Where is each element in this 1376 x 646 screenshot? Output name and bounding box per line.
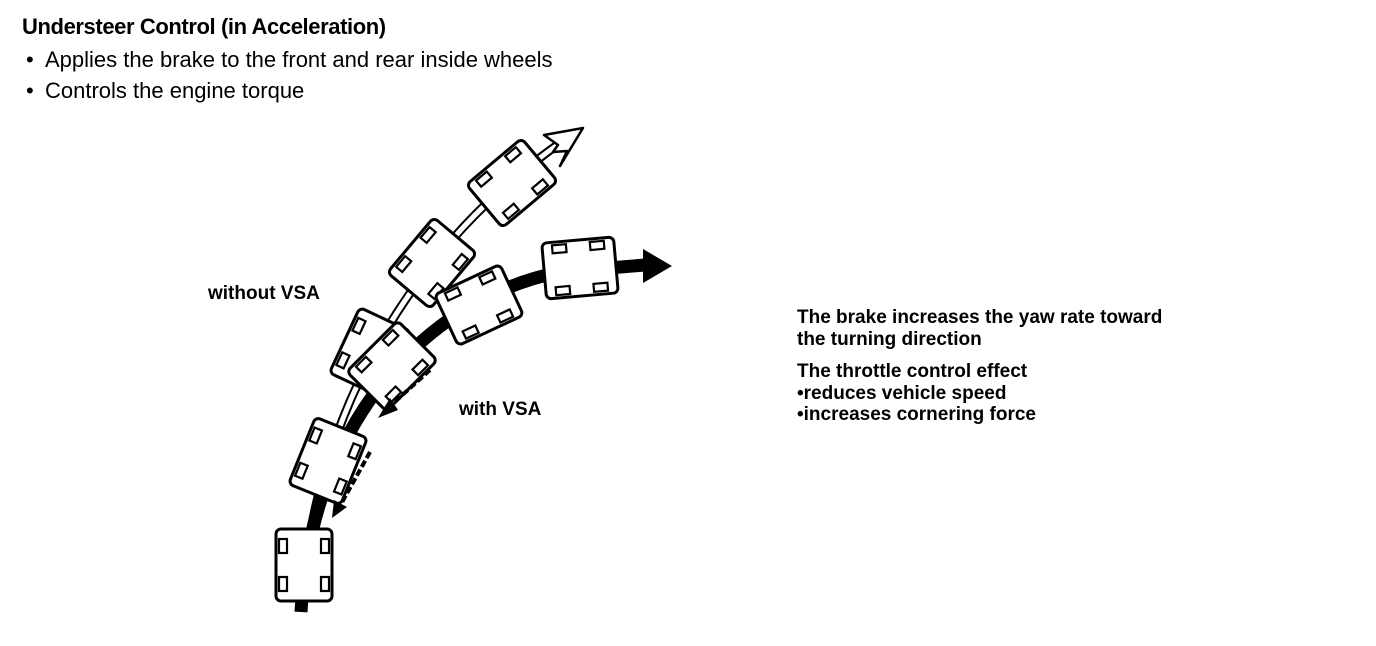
hollow-arrow-icon	[542, 126, 585, 168]
brake-force-arrows	[332, 368, 432, 518]
note-line: The brake increases the yaw rate toward	[797, 307, 1163, 328]
bullet-text: Controls the engine torque	[45, 78, 305, 103]
feature-list: • Applies the brake to the front and rear…	[26, 44, 553, 106]
bullet-icon: •	[797, 404, 804, 425]
note-line: the turning direction	[797, 328, 982, 350]
list-item: • Applies the brake to the front and rear…	[26, 44, 553, 75]
bullet-icon: •	[26, 47, 34, 72]
list-item: •increases cornering force	[797, 404, 1162, 426]
throttle-note: The throttle control effect •reduces veh…	[797, 361, 1162, 426]
list-item: • Controls the engine torque	[26, 75, 553, 106]
throttle-note-title: The throttle control effect	[797, 361, 1028, 382]
solid-arrow-icon	[643, 249, 672, 283]
arrowhead-icon	[332, 500, 347, 518]
bullet-text: increases cornering force	[803, 404, 1036, 425]
label-without-vsa: without VSA	[208, 283, 320, 304]
car-icon	[274, 527, 334, 603]
label-with-vsa: with VSA	[459, 399, 542, 420]
list-item: •reduces vehicle speed	[797, 383, 1162, 405]
bullet-icon: •	[26, 78, 34, 103]
arrowhead-icon	[378, 398, 398, 418]
brake-note: The brake increases the yaw rate toward …	[797, 307, 1162, 350]
bullet-icon: •	[797, 382, 804, 404]
explanation-notes: The brake increases the yaw rate toward …	[797, 307, 1162, 437]
bullet-text: reduces vehicle speed	[803, 382, 1007, 404]
car-icon	[540, 235, 620, 301]
page-title: Understeer Control (in Acceleration)	[22, 14, 386, 39]
bullet-text: Applies the brake to the front and rear …	[45, 47, 553, 72]
